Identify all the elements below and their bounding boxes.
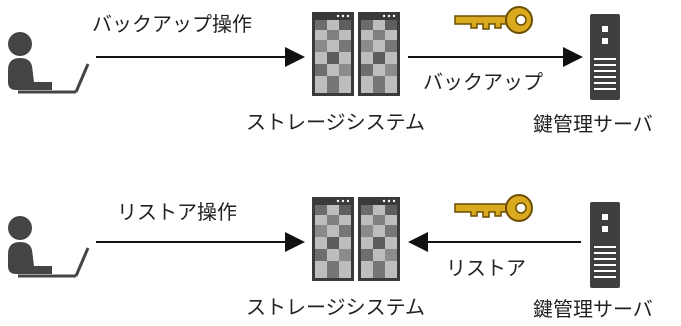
server-label: 鍵管理サーバ (533, 112, 653, 136)
storage-label: ストレージシステム (246, 295, 425, 319)
server-icon (590, 202, 620, 288)
server-label: 鍵管理サーバ (533, 297, 653, 321)
user-icon (6, 30, 90, 94)
storage-icon (312, 197, 354, 281)
restore-transfer-label: リストア (446, 256, 526, 280)
key-icon (454, 6, 533, 34)
storage-icon (358, 12, 400, 96)
backup-transfer-label: バックアップ (423, 70, 543, 94)
user-icon (6, 214, 90, 278)
storage-label: ストレージシステム (246, 110, 425, 134)
backup-operation-label: バックアップ操作 (92, 12, 252, 36)
storage-icon (312, 12, 354, 96)
storage-icon (358, 197, 400, 281)
restore-operation-label: リストア操作 (117, 200, 237, 224)
server-icon (590, 14, 620, 100)
key-icon (454, 194, 533, 222)
